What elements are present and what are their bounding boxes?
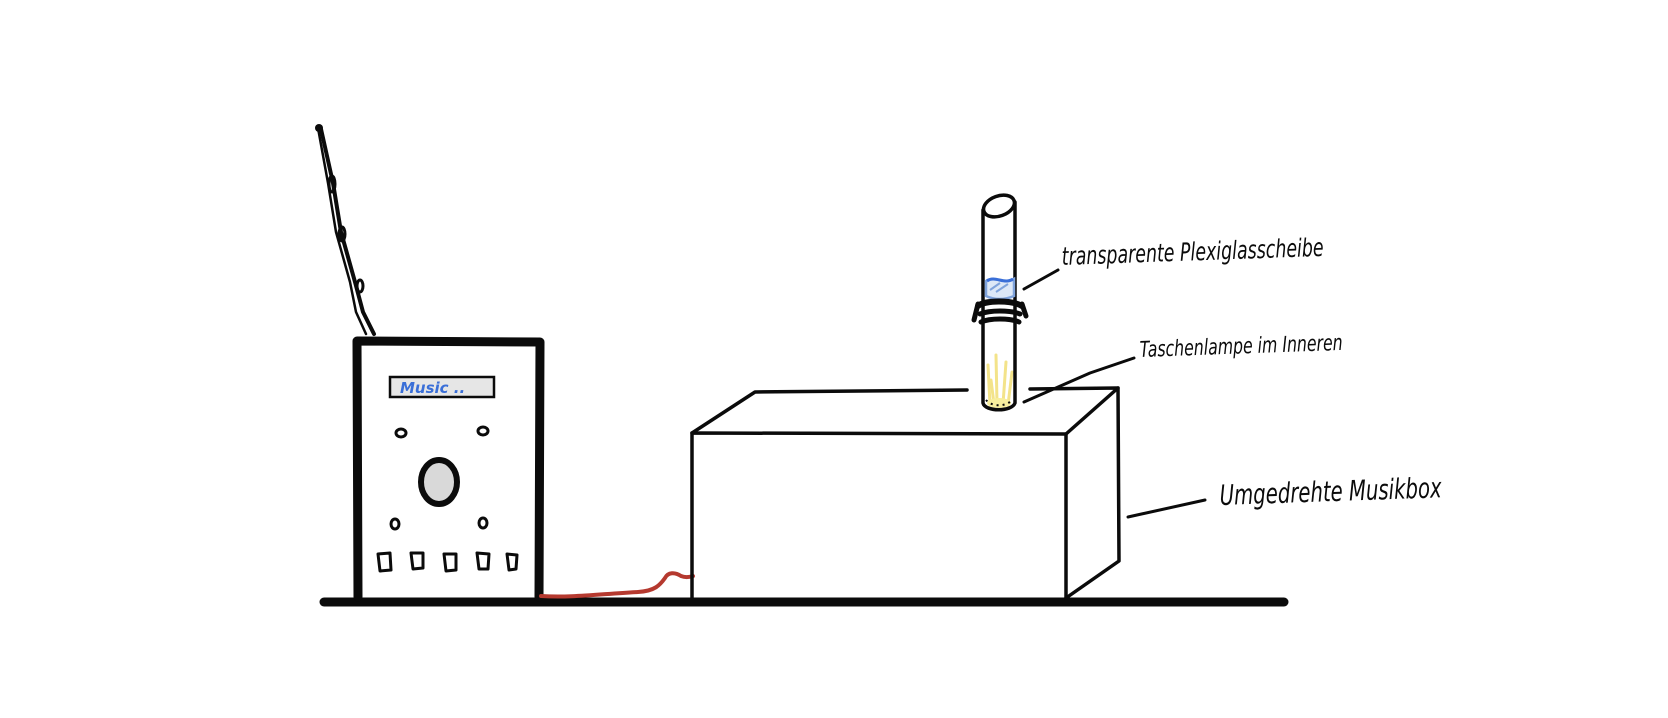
radio-antenna <box>315 124 376 336</box>
radio-preset-button-2 <box>409 551 425 571</box>
plexiglass-disc <box>984 276 1016 301</box>
radio-preset-button-4 <box>475 551 491 571</box>
radio-display-text: Music .. <box>400 379 465 397</box>
label-flashlight-group: Taschenlampe im Inneren <box>1022 331 1343 404</box>
radio-body <box>352 336 545 602</box>
audio-cable <box>539 571 695 599</box>
radio-preset-buttons <box>376 551 519 573</box>
radio: Music .. <box>315 124 545 602</box>
radio-preset-button-5 <box>505 552 519 572</box>
label-musicbox-group: Umgedrehte Musikbox <box>1126 471 1442 519</box>
label-plexiglass-group: transparente Plexiglasscheibe <box>1022 233 1324 291</box>
label-flashlight: Taschenlampe im Inneren <box>1139 331 1343 363</box>
plexiglass-tube <box>971 193 1029 412</box>
radio-knob-top-left <box>394 427 408 439</box>
leader-line-musicbox <box>1126 498 1207 519</box>
radio-preset-button-1 <box>376 551 393 573</box>
music-box <box>690 386 1121 600</box>
leader-line-plexiglass <box>1022 268 1060 291</box>
label-musicbox: Umgedrehte Musikbox <box>1219 471 1442 512</box>
radio-main-dial <box>418 457 460 507</box>
flashlight-light-icon <box>986 353 1014 408</box>
label-plexiglass: transparente Plexiglasscheibe <box>1061 233 1324 271</box>
radio-preset-button-3 <box>442 552 458 573</box>
tube-clamp <box>971 298 1029 325</box>
radio-knob-top-right <box>476 425 490 437</box>
music-box-top-face <box>690 386 1120 436</box>
music-box-side-face <box>1064 386 1121 600</box>
radio-display <box>388 375 496 399</box>
leader-line-flashlight <box>1022 356 1136 404</box>
radio-knob-bottom-left <box>389 517 401 531</box>
music-box-front-face <box>690 431 1068 600</box>
radio-knob-bottom-right <box>477 516 489 530</box>
